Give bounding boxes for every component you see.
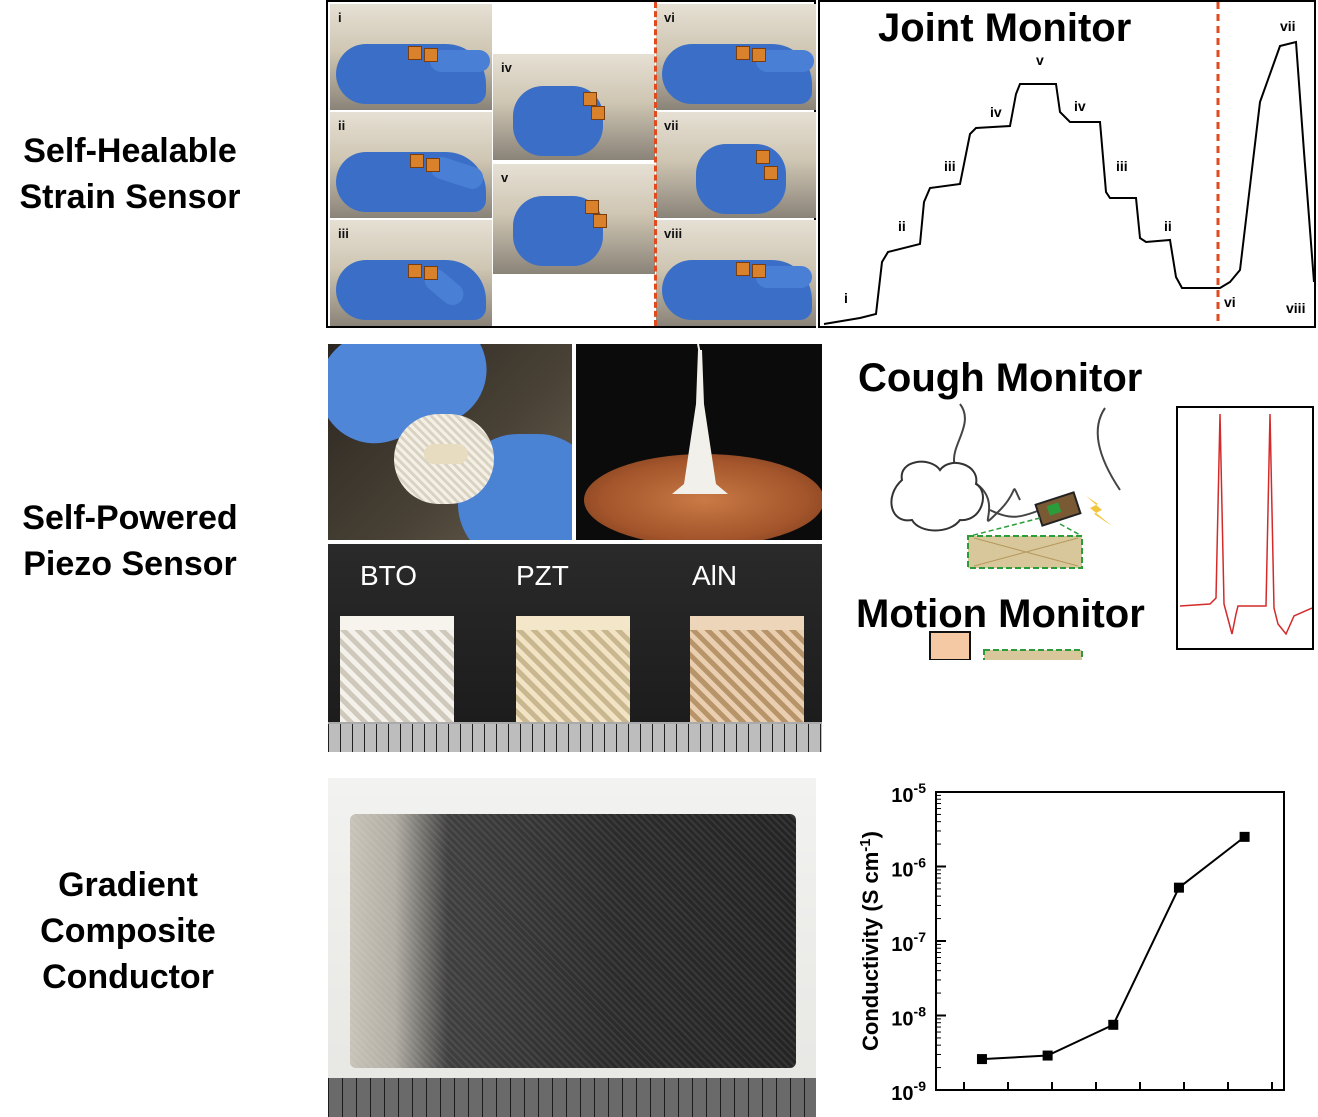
joint-monitor-panel: Joint Monitor i ii iii iv v iv iii ii vi… (818, 0, 1316, 328)
material-label-bto: BTO (360, 560, 418, 591)
y-axis-label: Conductivity (S cm-1) (857, 831, 883, 1051)
glove-label-v: v (501, 170, 509, 185)
cough-monitor-title: Cough Monitor (858, 356, 1143, 400)
row-label-gradient-line2: Composite (40, 912, 216, 950)
joint-annotation-iv: iv (990, 104, 1002, 120)
data-point-1 (976, 1054, 987, 1065)
row-label-gradient-line3: Conductor (42, 958, 214, 996)
row-label-gradient: Gradient Composite Conductor (0, 862, 278, 1000)
row-label-piezo-line1: Self-Powered (22, 499, 238, 537)
data-point-4 (1173, 882, 1184, 893)
data-point-3 (1108, 1019, 1119, 1030)
y-tick-label: 10-8 (891, 1004, 926, 1031)
y-tick-label: 10-9 (891, 1078, 926, 1105)
composite-block (350, 814, 796, 1068)
y-tick-label: 10-5 (891, 780, 926, 807)
joint-annotation-ii-2: ii (1164, 218, 1172, 234)
glove-label-vii: vii (664, 118, 679, 133)
material-label-aln: AlN (692, 560, 738, 591)
ruler-top (328, 722, 822, 752)
glove-photo-i: i (330, 4, 492, 110)
y-tick-label: 10-7 (891, 929, 926, 956)
lattice-block-bto (340, 616, 454, 722)
cough-motion-illustration (890, 403, 1121, 660)
joint-annotation-v: v (1036, 52, 1044, 68)
glove-photo-vi: vi (656, 4, 816, 110)
row-label-strain-line1: Self-Healable (23, 132, 237, 170)
glove-photo-ii: ii (330, 112, 492, 218)
cough-signal-trace (1179, 413, 1312, 636)
glove-photo-v: v (493, 164, 655, 274)
glove-photo-iv: iv (493, 54, 655, 160)
data-point-2 (1042, 1050, 1053, 1061)
glove-label-viii: viii (664, 226, 683, 241)
glove-photo-panel: i ii iii iv v vi vii viii (326, 0, 816, 328)
piezo-lattice-photo: BTO PZT AlN (328, 544, 822, 752)
cough-signal-panel (1176, 406, 1314, 650)
joint-annotation-iii-2: iii (1116, 158, 1128, 174)
glove-label-ii: ii (338, 118, 346, 133)
row-label-strain: Self-Healable Strain Sensor (0, 128, 280, 220)
joint-annotation-iii: iii (944, 158, 956, 174)
gradient-composite-photo (328, 778, 816, 1117)
glove-photo-iii: iii (330, 220, 492, 326)
joint-annotation-iv-2: iv (1074, 98, 1086, 114)
glove-label-iv: iv (501, 60, 512, 75)
row-label-piezo: Self-Powered Piezo Sensor (0, 495, 280, 587)
joint-annotation-i: i (844, 290, 848, 306)
row-label-piezo-line2: Piezo Sensor (23, 545, 237, 583)
material-label-pzt: PZT (516, 560, 569, 591)
ruler-bottom (328, 1078, 816, 1117)
joint-annotation-viii: viii (1286, 300, 1306, 316)
y-tick-label: 10-6 (891, 855, 926, 882)
lattice-block-aln (690, 616, 804, 722)
glove-photo-vii: vii (656, 112, 816, 218)
data-point-5 (1239, 831, 1250, 842)
row-label-gradient-line1: Gradient (58, 866, 198, 904)
lattice-block-pzt (516, 616, 630, 722)
joint-annotation-ii: ii (898, 218, 906, 234)
joint-annotation-vi: vi (1224, 294, 1236, 310)
glove-label-i: i (338, 10, 342, 25)
eiffel-tower-photo (576, 344, 822, 540)
glove-photo-viii: viii (656, 220, 816, 326)
motion-monitor-title: Motion Monitor (856, 592, 1145, 636)
panel-divider-dashed (654, 2, 657, 326)
row-label-strain-line2: Strain Sensor (19, 178, 241, 216)
joint-monitor-trace (823, 2, 1314, 326)
glove-label-vi: vi (664, 10, 675, 25)
lattice-tube-photo (328, 344, 572, 540)
glove-label-iii: iii (338, 226, 349, 241)
joint-monitor-title: Joint Monitor (878, 6, 1132, 50)
chart-frame (935, 791, 1285, 1091)
joint-annotation-vii: vii (1280, 18, 1296, 34)
